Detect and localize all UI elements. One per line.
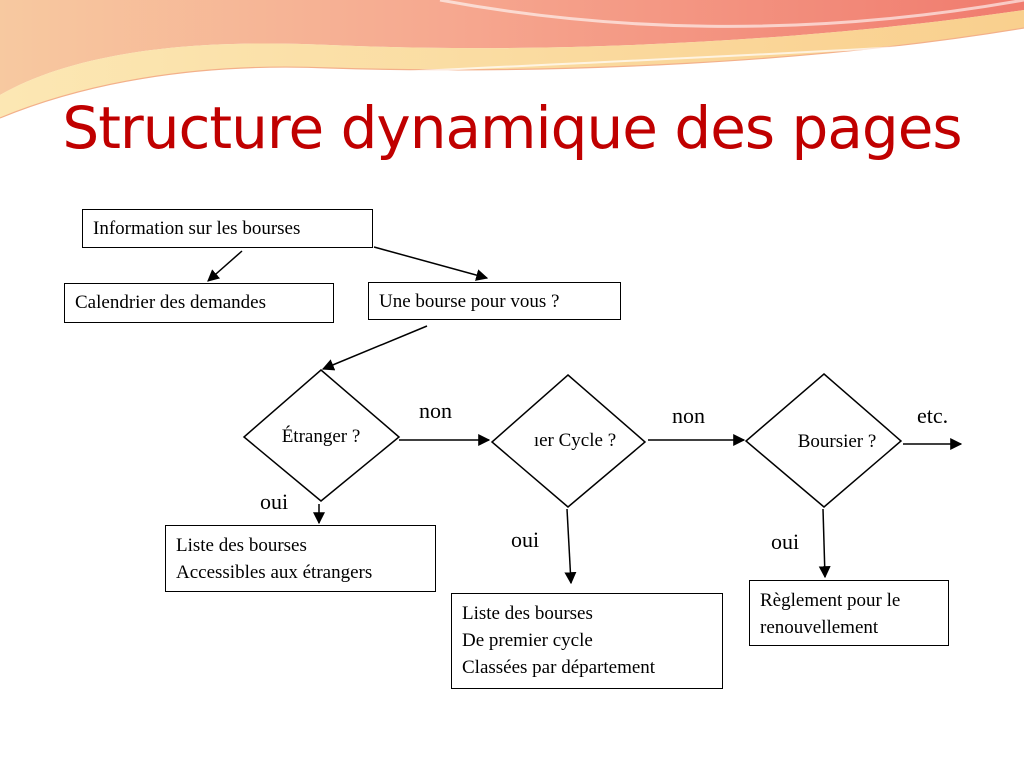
box-une-bourse-pour-vous: Une bourse pour vous ? bbox=[368, 282, 621, 320]
decision-diamond-boursier bbox=[744, 373, 903, 508]
edge-info-to-une-bourse bbox=[373, 246, 489, 281]
edge-label-non-2: non bbox=[672, 403, 705, 428]
box-liste-premier-cycle: Liste des bourses De premier cycle Class… bbox=[451, 593, 723, 689]
decision-label-etranger: Étranger ? bbox=[281, 426, 361, 447]
edge-une-bourse-to-etranger bbox=[321, 325, 428, 371]
edge-label-oui-2: oui bbox=[511, 527, 540, 552]
edge-label-etc: etc. bbox=[917, 403, 949, 428]
box-liste-etrangers: Liste des bourses Accessibles aux étrang… bbox=[165, 525, 436, 592]
edge-info-to-calendrier bbox=[207, 250, 243, 282]
box-calendrier-demandes: Calendrier des demandes bbox=[64, 283, 334, 323]
decision-label-boursier: Boursier ? bbox=[797, 431, 877, 452]
decision-diamond-etranger bbox=[242, 369, 401, 502]
slide-title: Structure dynamique des pages bbox=[62, 94, 962, 162]
edge-label-oui-1: oui bbox=[260, 489, 289, 514]
edge-premier-cycle-oui bbox=[564, 508, 577, 585]
decision-label-premier-cycle: ıer Cycle ? bbox=[533, 430, 617, 451]
edge-boursier-oui bbox=[818, 508, 831, 579]
box-reglement-renouvellement: Règlement pour le renouvellement bbox=[749, 580, 949, 646]
edge-label-oui-3: oui bbox=[771, 529, 800, 554]
decision-diamond-premier-cycle bbox=[490, 374, 647, 508]
box-information-bourses: Information sur les bourses bbox=[82, 209, 373, 248]
edge-label-non-1: non bbox=[419, 398, 452, 423]
